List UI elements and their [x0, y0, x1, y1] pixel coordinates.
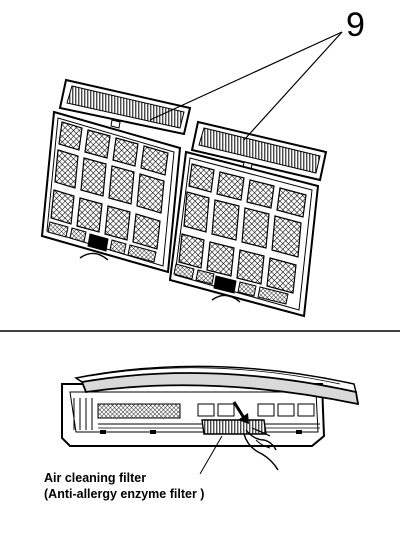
callout-number: 9 — [346, 6, 365, 44]
caption-leader-line — [199, 435, 223, 475]
front-panel-open — [74, 365, 360, 406]
mesh-filter-left — [40, 110, 182, 274]
strip-filter-right — [190, 120, 328, 182]
indoor-unit — [61, 383, 326, 447]
hand-icon — [243, 427, 279, 471]
leader-line-right — [243, 31, 343, 141]
leader-line-left — [149, 31, 343, 121]
caption-line-2: (Anti-allergy enzyme filter ) — [44, 487, 205, 501]
pull-direction-arrow-icon — [232, 401, 249, 424]
air-cleaning-filter — [201, 419, 267, 435]
caption-line-1: Air cleaning filter — [44, 471, 147, 485]
filter-caption: Air cleaning filter (Anti-allergy enzyme… — [44, 470, 204, 502]
mesh-filter-right — [168, 150, 320, 318]
